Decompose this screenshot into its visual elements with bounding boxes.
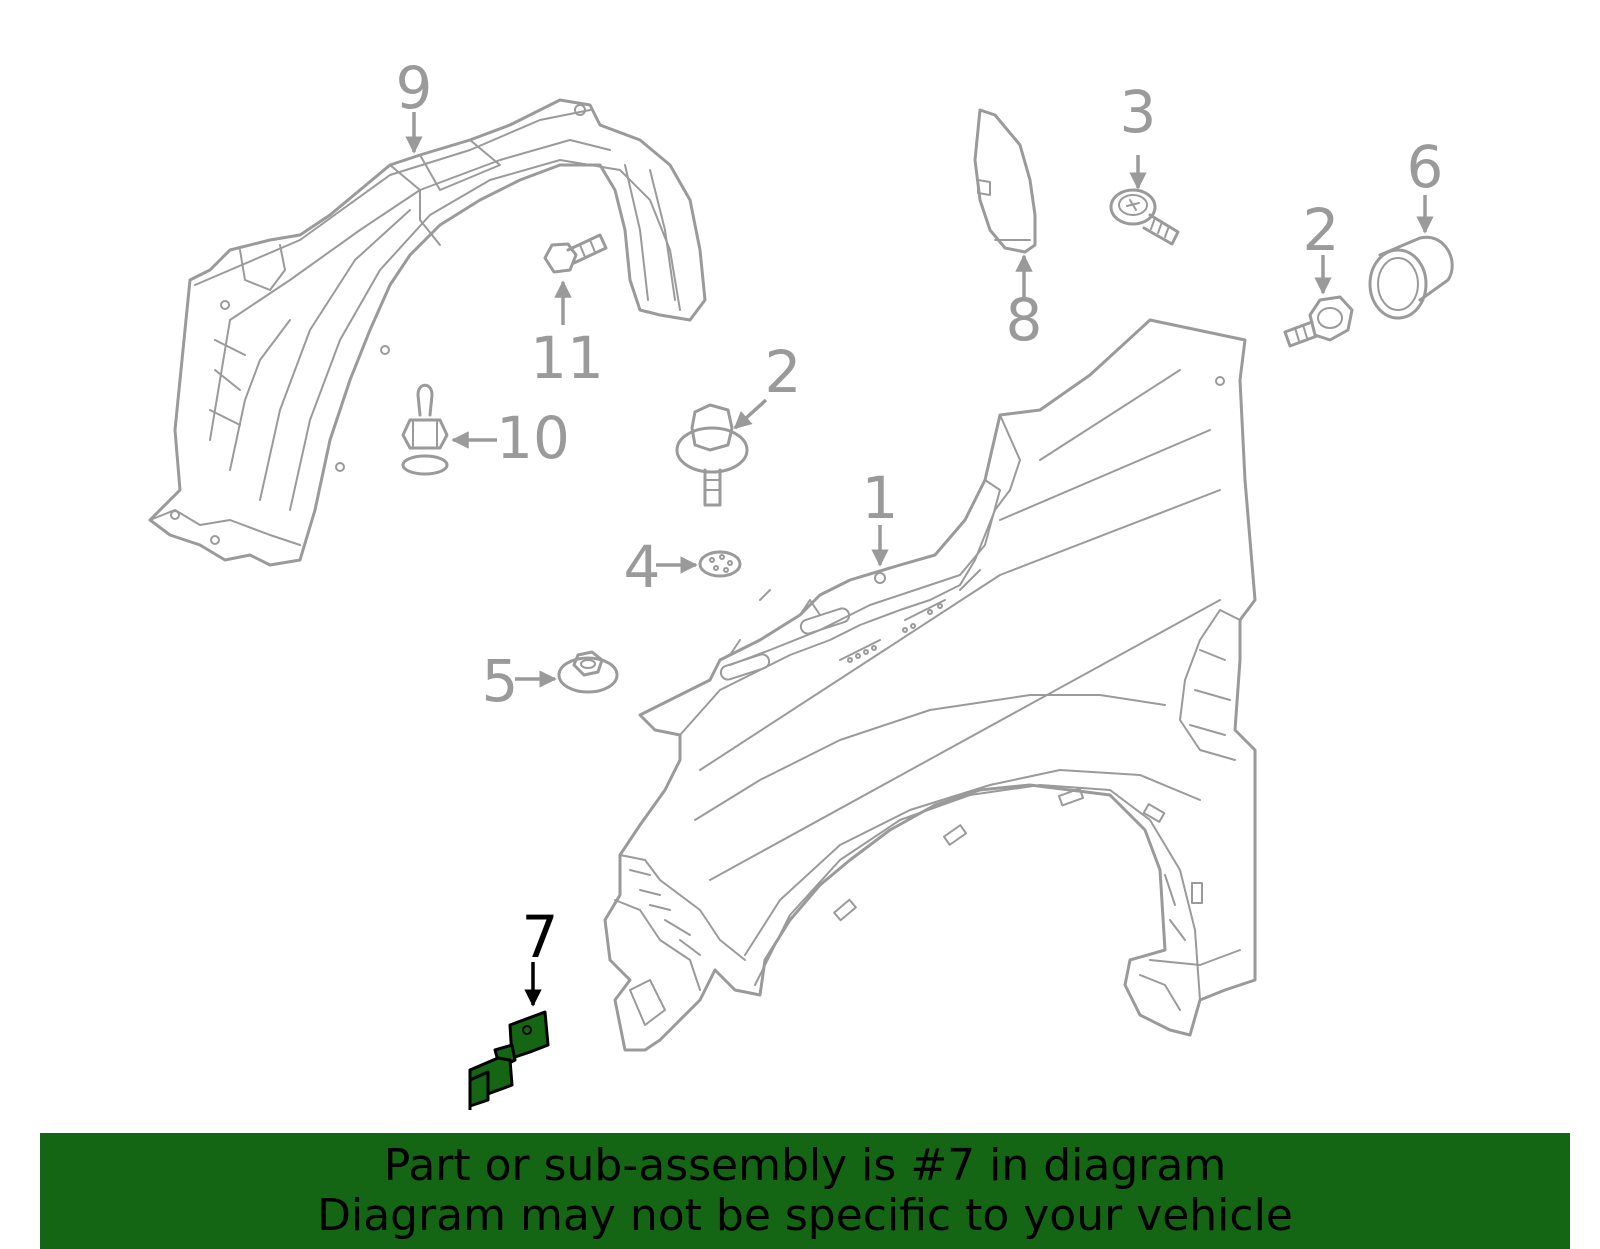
bracket-part-highlighted bbox=[468, 1010, 550, 1110]
callout-7-highlighted: 7 bbox=[522, 903, 559, 971]
callout-2-center: 2 bbox=[765, 338, 802, 406]
trim-piece-part bbox=[973, 108, 1037, 254]
push-clip-part bbox=[401, 383, 449, 476]
callout-2-right: 2 bbox=[1303, 196, 1340, 264]
callout-5: 5 bbox=[482, 647, 519, 715]
callout-11: 11 bbox=[530, 324, 604, 392]
grommet-part bbox=[1368, 235, 1454, 320]
callout-9: 9 bbox=[396, 54, 433, 122]
callout-4: 4 bbox=[624, 533, 661, 601]
info-banner: Part or sub-assembly is #7 in diagram Di… bbox=[40, 1133, 1570, 1249]
bolt-part-center bbox=[675, 403, 749, 507]
bolt-part-right bbox=[1283, 295, 1354, 348]
banner-line-1: Part or sub-assembly is #7 in diagram bbox=[383, 1140, 1227, 1191]
callout-labels: 9 11 10 2 1 4 5 8 3 2 6 7 bbox=[396, 54, 1444, 971]
callout-8: 8 bbox=[1006, 286, 1043, 354]
banner-line-2: Diagram may not be specific to your vehi… bbox=[317, 1190, 1293, 1241]
callout-arrows bbox=[405, 112, 1434, 1007]
washer-part bbox=[698, 550, 742, 578]
bolt-part-11 bbox=[543, 233, 608, 274]
arrow-2-center bbox=[733, 398, 768, 430]
parts-diagram: 9 11 10 2 1 4 5 8 3 2 6 7 bbox=[148, 54, 1454, 1110]
callout-10: 10 bbox=[496, 404, 570, 472]
nut-part bbox=[557, 650, 619, 694]
callout-1: 1 bbox=[862, 464, 899, 532]
screw-part bbox=[1109, 188, 1180, 246]
callout-6: 6 bbox=[1407, 133, 1444, 201]
fender-liner-part bbox=[148, 98, 707, 567]
fender-part bbox=[603, 318, 1257, 1052]
callout-3: 3 bbox=[1120, 78, 1157, 146]
